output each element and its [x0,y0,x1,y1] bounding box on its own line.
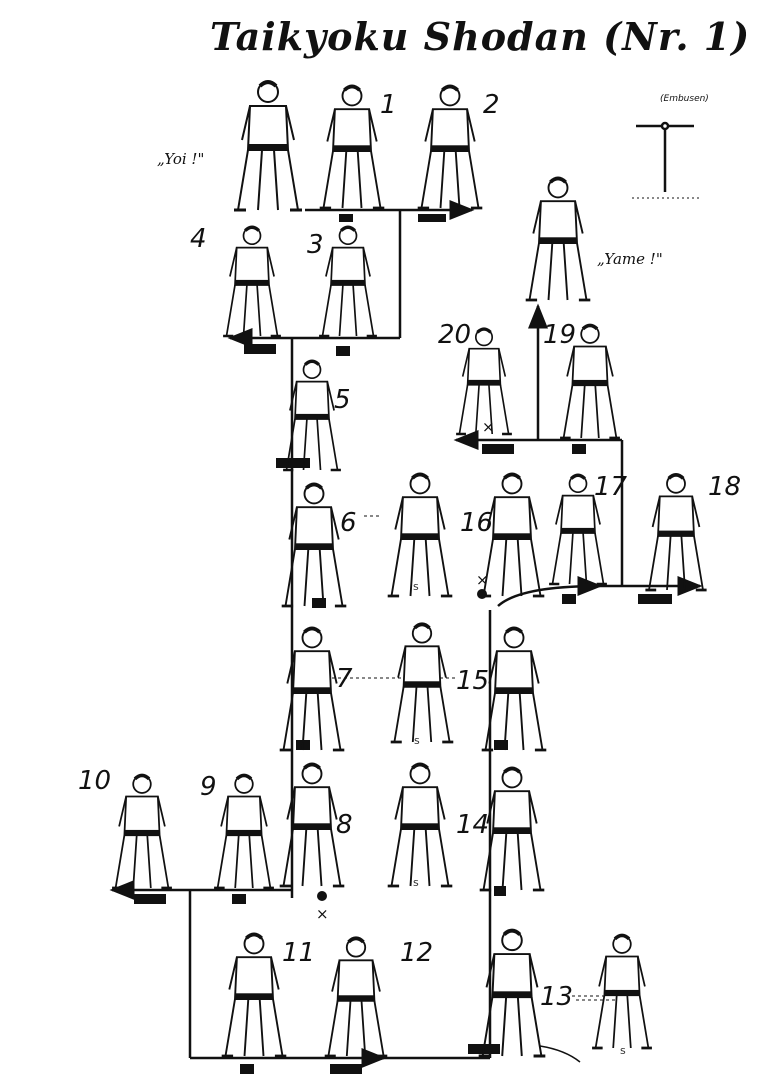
step-number-4: 4 [190,224,207,254]
step-number-8: 8 [336,810,353,840]
figure-6-16-pair [385,472,455,598]
figure-11 [219,932,289,1058]
figure-1 [317,84,387,210]
stance-marker-s: s [413,580,419,593]
figure-12 [322,936,390,1058]
step-number-6: 6 [340,508,357,538]
step-number-18: 18 [708,472,742,502]
step-number-16: 16 [460,508,494,538]
figure-3 [317,225,379,338]
figure-19 [558,323,622,440]
figure-16 [477,472,547,598]
step-number-1: 1 [380,90,397,120]
step-number-14: 14 [456,810,490,840]
figure-8 [277,762,347,888]
step-number-13: 13 [540,982,574,1012]
step-number-10: 10 [78,766,112,796]
step-number-3: 3 [307,230,324,260]
step-number-15: 15 [456,666,490,696]
figure-15 [479,626,549,752]
figure-13-turn [476,928,548,1058]
step-number-20: 20 [438,320,472,350]
x-marker: × [316,905,329,923]
figure-yoi [232,80,304,212]
figure-17 [547,473,609,586]
figure-2 [415,84,485,210]
step-number-12: 12 [400,938,434,968]
figure-13 [590,933,654,1050]
stance-marker-s: s [413,876,419,889]
yame-command: „Yame !" [597,250,663,268]
stance-marker-s: s [620,1044,626,1057]
step-number-7: 7 [336,664,353,694]
figure-10 [110,773,174,890]
step-number-2: 2 [483,90,500,120]
stance-marker-s: s [414,734,420,747]
figure-4 [221,225,283,338]
step-number-9: 9 [200,772,217,802]
yoi-command: „Yoi !" [157,150,205,168]
step-number-19: 19 [543,320,577,350]
step-number-5: 5 [334,385,351,415]
figure-18 [643,472,709,592]
diagram-title: Taikyoku Shodan (Nr. 1) [210,14,751,59]
figure-yame [523,176,593,302]
step-number-11: 11 [282,938,316,968]
figure-15-punch [388,622,456,744]
figure-7 [277,626,347,752]
figure-20 [454,327,514,436]
figure-14-punch [385,762,455,888]
figure-9 [212,773,276,890]
embusen-label: (Embusen) [660,94,709,104]
